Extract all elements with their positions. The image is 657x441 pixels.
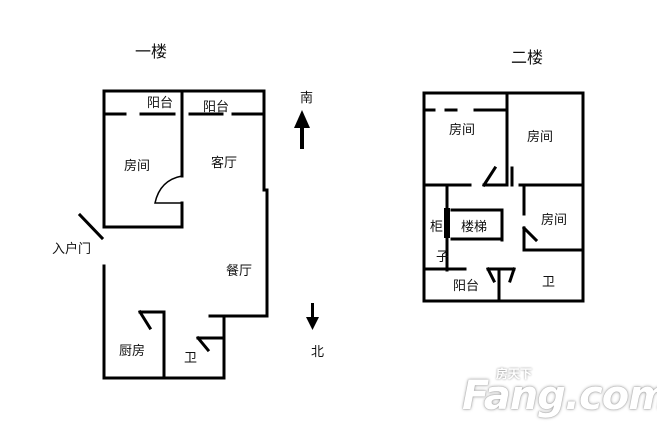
floor1-entrance-label: 入户门	[52, 242, 92, 257]
watermark-brand: Fang.com	[462, 373, 657, 419]
floor2-title: 二楼	[511, 48, 544, 67]
floor2-cabinet-bottom-label: 子	[436, 250, 450, 265]
floor1-balcony-left-label: 阳台	[147, 96, 174, 111]
floor1-bedroom-label: 房间	[124, 159, 151, 174]
compass-north-label: 北	[311, 345, 325, 360]
floor1-title: 一楼	[135, 42, 168, 61]
compass-south-label: 南	[300, 91, 314, 106]
floor2-bedroom-right-label: 房间	[541, 213, 568, 228]
floor2-stairs-label: 楼梯	[461, 220, 488, 235]
floor1-bathroom-label: 卫	[184, 351, 198, 366]
floor1-kitchen-label: 厨房	[119, 344, 146, 359]
watermark-chinese: 房天下	[496, 367, 533, 381]
floor2-bedroom-top-left-label: 房间	[449, 123, 476, 138]
floor2-bathroom-label: 卫	[542, 275, 556, 290]
floor2-cabinet-top-label: 柜	[430, 220, 444, 235]
floor1-living-room-label: 客厅	[211, 156, 238, 171]
fang-watermark: 房天下 Fang.com	[462, 365, 657, 425]
floor2-balcony-label: 阳台	[453, 279, 480, 294]
floor1-dining-room-label: 餐厅	[226, 264, 253, 279]
floor2-bedroom-top-right-label: 房间	[527, 130, 554, 145]
floor1-balcony-right-label: 阳台	[203, 100, 230, 115]
